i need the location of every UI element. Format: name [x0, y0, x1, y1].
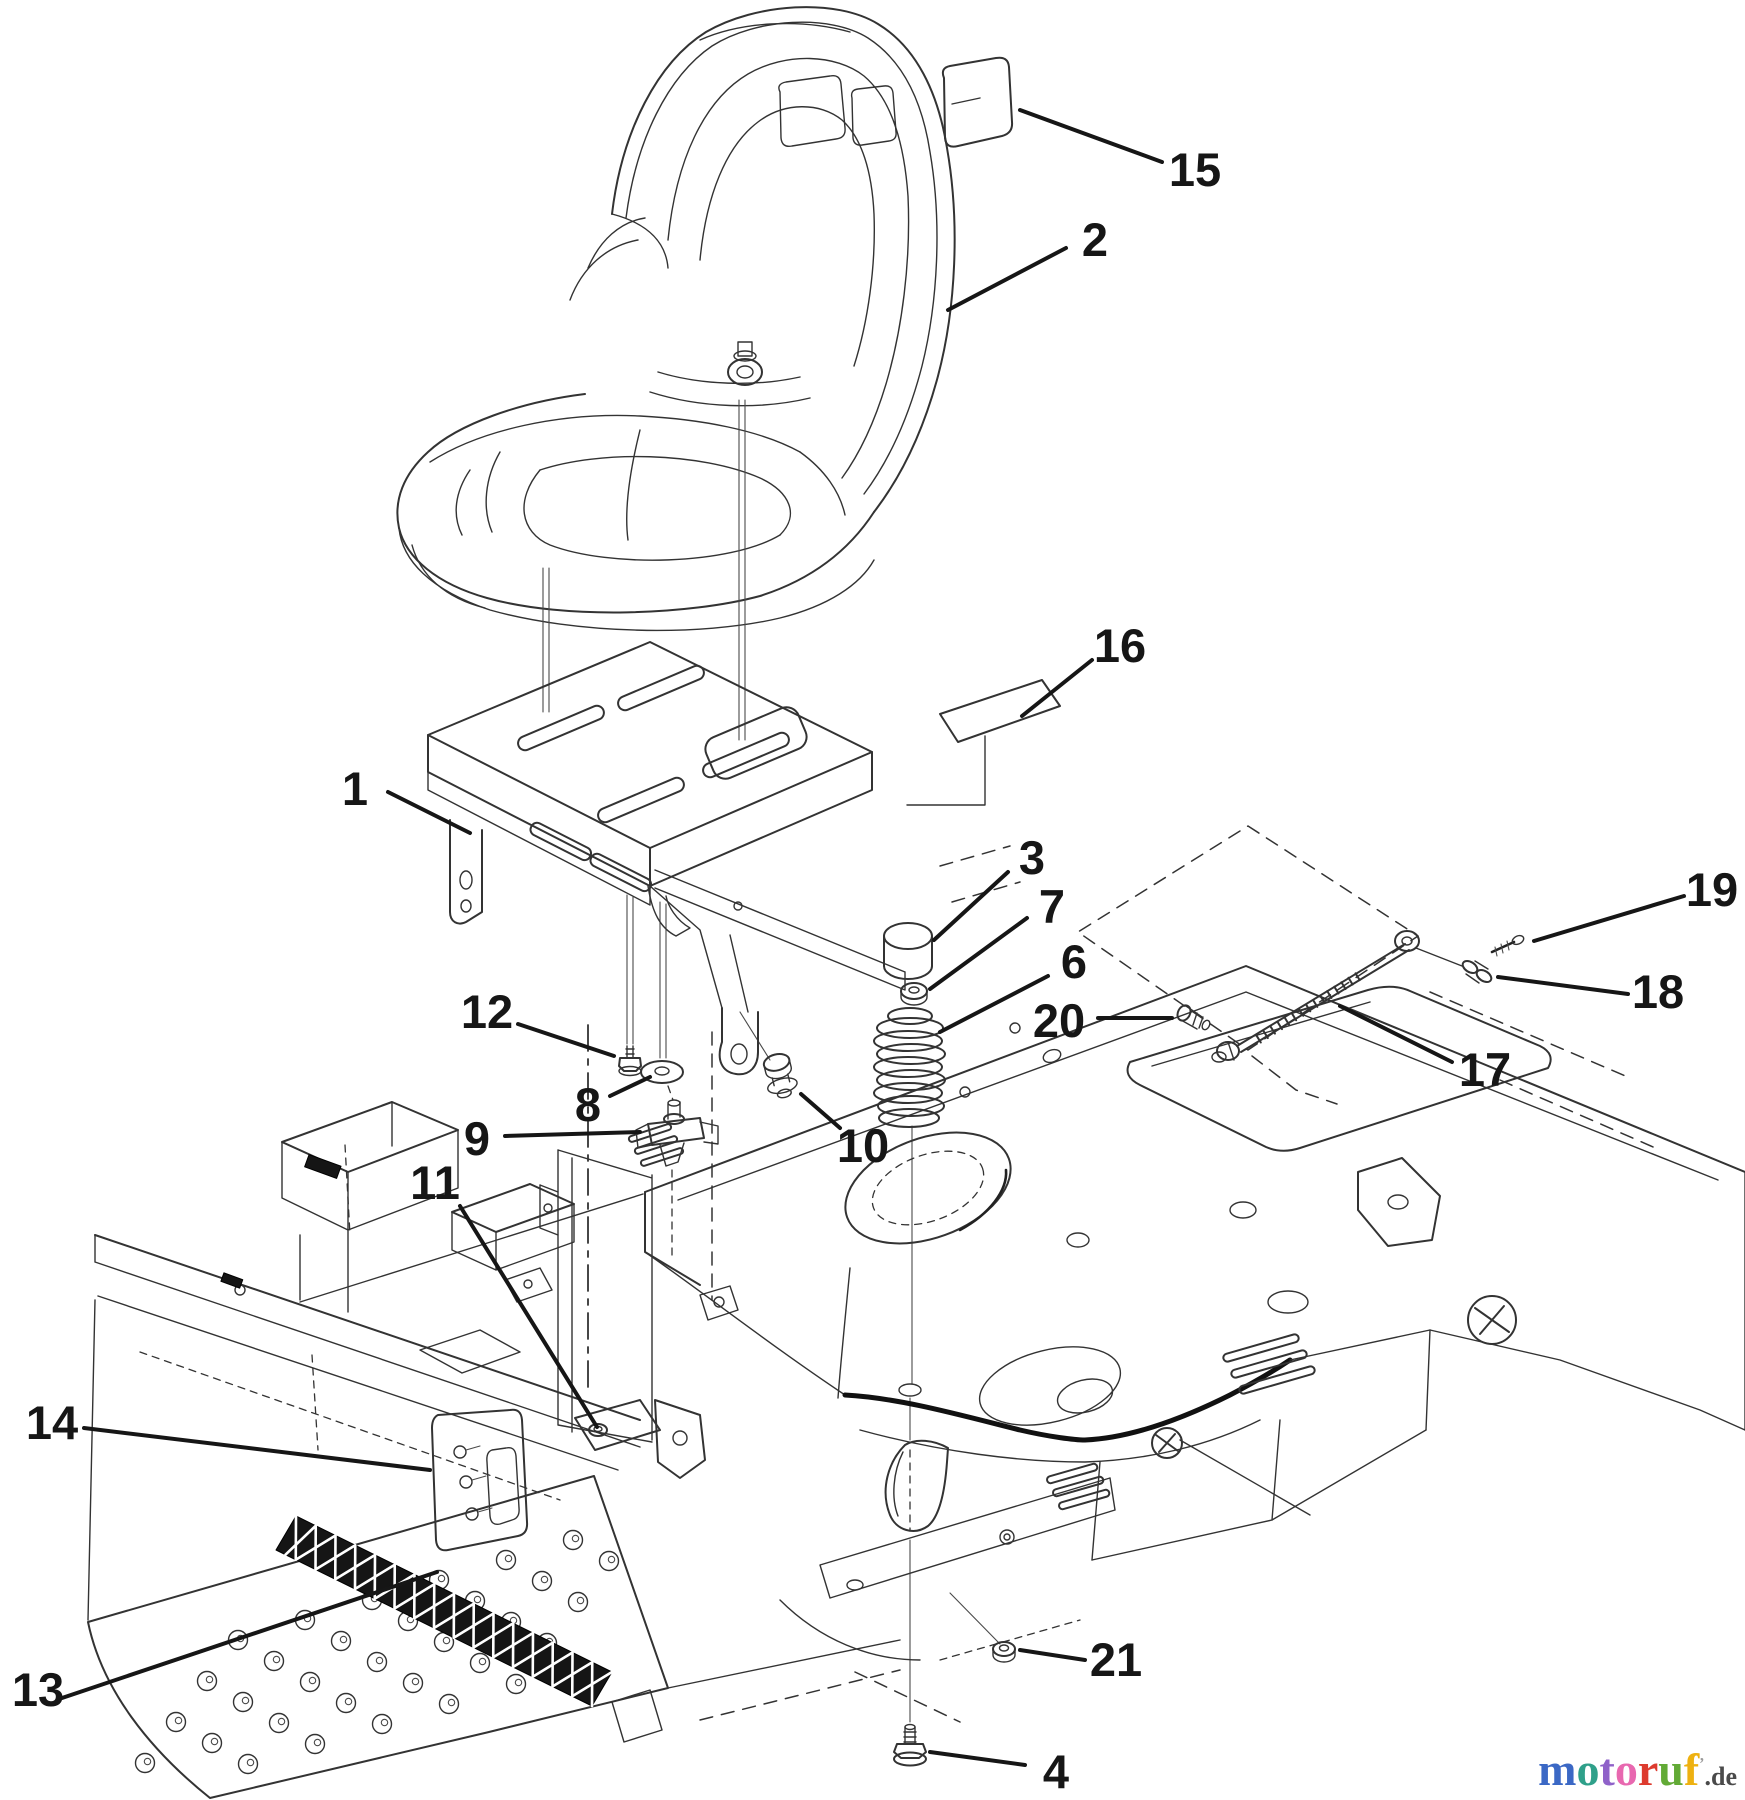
- callout-2: 2: [1082, 213, 1108, 266]
- bushing-part-18: [1461, 959, 1494, 985]
- phantom-outline: [940, 826, 1418, 1104]
- callout-7: 7: [1039, 880, 1065, 933]
- screw-part-12: [619, 1046, 641, 1076]
- callout-20: 20: [1033, 994, 1085, 1047]
- motoruf-domain-suffix: .de: [1705, 1762, 1738, 1791]
- callout-1: 1: [342, 762, 368, 815]
- callout-leaders: [62, 110, 1684, 1765]
- logo-letter: o: [1615, 1744, 1638, 1795]
- logo-letter: f: [1684, 1744, 1699, 1795]
- screw-part-19: [1492, 934, 1525, 956]
- callout-4: 4: [1043, 1745, 1069, 1798]
- nut-part-7: [901, 983, 927, 1005]
- callout-9: 9: [464, 1112, 490, 1165]
- crossed-plug: [1152, 1296, 1516, 1458]
- callout-21: 21: [1090, 1633, 1142, 1686]
- callout-3: 3: [1019, 831, 1045, 884]
- logo-letter: m: [1538, 1744, 1576, 1795]
- callout-15: 15: [1169, 143, 1221, 196]
- callout-16: 16: [1094, 619, 1146, 672]
- bracket-plate-14: [432, 1410, 527, 1551]
- callout-18: 18: [1632, 965, 1684, 1018]
- logo-letter: o: [1577, 1744, 1600, 1795]
- callout-11: 11: [410, 1156, 460, 1209]
- bolt-part-4: [894, 1725, 926, 1766]
- callout-17: 17: [1459, 1043, 1511, 1096]
- logo-letter: t: [1600, 1744, 1615, 1795]
- logo-letter: r: [1638, 1744, 1658, 1795]
- callout-6: 6: [1061, 935, 1087, 988]
- motoruf-watermark: motoruf’.de: [1538, 1743, 1737, 1796]
- spring-part-6: [874, 1008, 945, 1127]
- bumper-part-3: [884, 923, 932, 979]
- sticker-15: [943, 58, 1012, 147]
- callout-8: 8: [575, 1078, 601, 1131]
- callout-10: 10: [837, 1119, 889, 1172]
- sticker-16: [907, 680, 1060, 805]
- nut-part-21: [993, 1642, 1015, 1662]
- motoruf-logo-text: motoruf: [1538, 1744, 1699, 1795]
- callout-13: 13: [12, 1663, 64, 1716]
- bolt-part-10: [760, 1051, 800, 1101]
- callout-12: 12: [461, 985, 513, 1038]
- seat-part: [397, 7, 954, 630]
- seat-pivot: [728, 342, 762, 385]
- logo-letter: u: [1658, 1744, 1684, 1795]
- callout-14: 14: [26, 1396, 78, 1449]
- callout-19: 19: [1686, 863, 1738, 916]
